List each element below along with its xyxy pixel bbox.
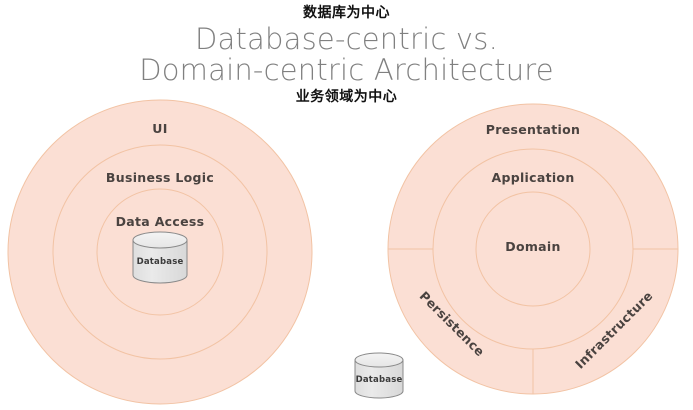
right-ring-inner-domain[interactable]: [475, 191, 591, 307]
left-ring-label-business-logic: Business Logic: [106, 170, 214, 185]
left-diagram-database-centric: UI Business Logic Data Access Database: [7, 99, 313, 405]
left-database-cylinder[interactable]: Database: [132, 231, 188, 284]
external-database-cylinder[interactable]: Database: [354, 352, 404, 399]
page-title-line-2: Domain-centric Architecture: [139, 53, 554, 87]
left-ring-label-data-access: Data Access: [116, 214, 205, 229]
left-ring-label-ui: UI: [152, 121, 167, 136]
right-ring-label-presentation: Presentation: [486, 122, 580, 137]
left-database-cylinder-label: Database: [137, 257, 184, 267]
annotation-database-centric: 数据库为中心: [303, 5, 390, 21]
external-database-cylinder-label: Database: [356, 375, 403, 385]
right-ring-label-application: Application: [491, 170, 574, 185]
annotation-domain-centric: 业务领域为中心: [295, 89, 398, 105]
page-title-line-1: Database-centric vs.: [194, 22, 498, 56]
right-diagram-domain-centric: Presentation Application Domain Persiste…: [387, 103, 679, 395]
right-ring-label-domain: Domain: [505, 239, 560, 254]
